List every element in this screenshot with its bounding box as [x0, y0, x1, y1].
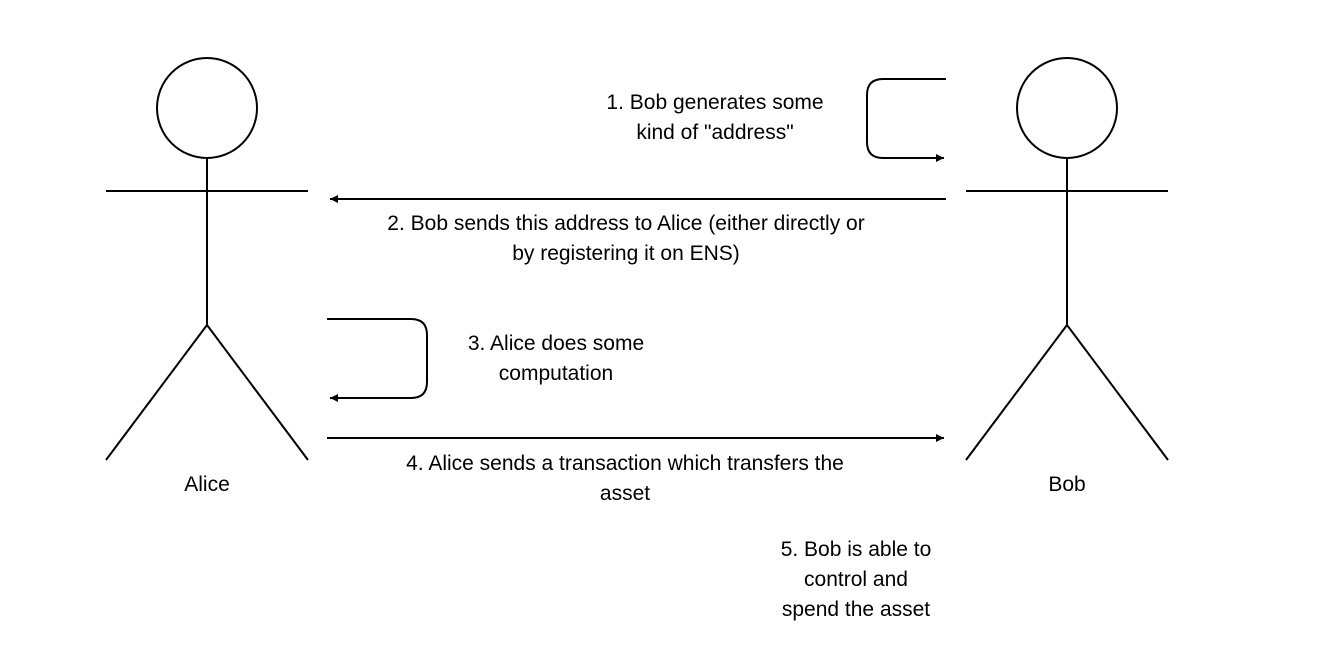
- step-3-self-loop-arrow: [327, 318, 428, 402]
- bob-actor-figure: [965, 57, 1169, 461]
- alice-actor-figure: [105, 57, 309, 461]
- bob-head: [1016, 57, 1118, 159]
- alice-name-label: Alice: [184, 473, 230, 496]
- step-1-self-loop-arrow: [866, 78, 946, 162]
- bob-left-leg: [965, 324, 1068, 461]
- alice-head: [156, 57, 258, 159]
- alice-left-leg: [105, 324, 208, 461]
- step-5-label: 5. Bob is able to control and spend the …: [780, 538, 932, 621]
- step-4-label: 4. Alice sends a transaction which trans…: [406, 452, 844, 505]
- step-1-label: 1. Bob generates some kind of "address": [606, 91, 824, 144]
- alice-right-leg: [206, 324, 309, 461]
- step-3-label: 3. Alice does some computation: [467, 332, 645, 385]
- bob-name-label: Bob: [1048, 473, 1086, 496]
- step-2-label: 2. Bob sends this address to Alice (eith…: [387, 212, 865, 265]
- bob-right-leg: [1066, 324, 1169, 461]
